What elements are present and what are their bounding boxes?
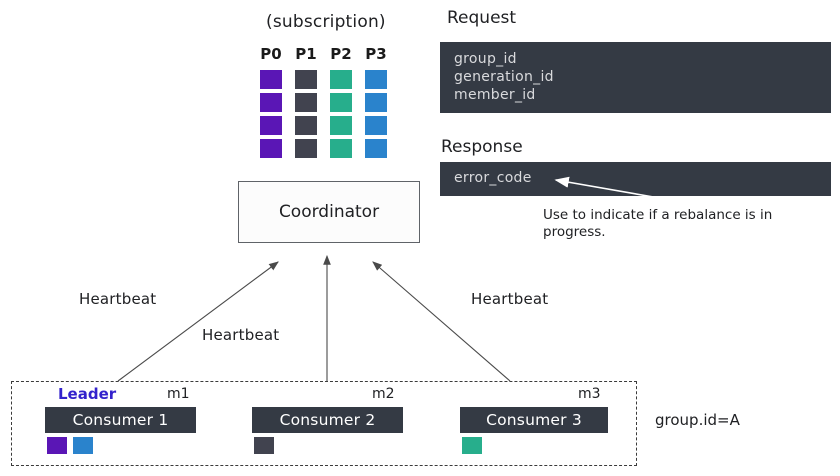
partition-cell-p3 [365,70,387,89]
member-id-m3: m3 [578,386,601,402]
response-field-error-code: error_code [454,170,532,186]
partition-cell-p0 [260,116,282,135]
assigned-cell-1-1 [73,437,93,454]
partition-cell-p2 [330,70,352,89]
assigned-partitions-2 [254,437,274,454]
coordinator-label: Coordinator [278,202,380,222]
assigned-partitions-1 [47,437,93,454]
partition-cell-p2 [330,93,352,112]
group-id-label: group.id=A [655,411,740,429]
partition-header-row: P0 P1 P2 P3 [258,45,389,63]
heartbeat-label-right: Heartbeat [471,290,549,308]
heartbeat-label-left: Heartbeat [79,290,157,308]
consumer-label-3: Consumer 3 [486,411,582,429]
partition-row [260,139,387,158]
partition-row [260,116,387,135]
consumer-box-2[interactable]: Consumer 2 [252,407,403,433]
partition-cell-p1 [295,116,317,135]
consumer-label-2: Consumer 2 [279,411,376,429]
assigned-cell-2-0 [254,437,274,454]
partition-cell-p2 [330,139,352,158]
request-field-member-id: member_id [454,87,536,103]
subscription-title: (subscription) [266,12,386,32]
coordinator-box[interactable]: Coordinator [238,181,420,243]
request-title: Request [447,8,517,28]
request-field-group-id: group_id [454,51,517,67]
partition-cell-p3 [365,139,387,158]
response-title: Response [441,137,523,157]
partition-cell-p1 [295,139,317,158]
assigned-cell-1-0 [47,437,67,454]
request-field-generation-id: generation_id [454,69,554,85]
partition-row [260,70,387,89]
partition-header-p0: P0 [260,45,282,63]
partition-cell-p0 [260,70,282,89]
partition-cell-p3 [365,93,387,112]
heartbeat-label-center: Heartbeat [202,326,280,344]
response-panel: error_code [440,162,831,196]
partition-cell-p2 [330,116,352,135]
partition-cell-p0 [260,93,282,112]
partition-grid [260,70,387,162]
consumer-box-1[interactable]: Consumer 1 [45,407,196,433]
consumer-group-box [11,381,637,466]
request-panel: group_id generation_id member_id [440,42,831,113]
partition-cell-p1 [295,93,317,112]
rebalance-annotation: Use to indicate if a rebalance is in pro… [543,207,773,240]
partition-cell-p3 [365,116,387,135]
heartbeat-arrow-3 [372,261,511,382]
member-id-m2: m2 [372,386,395,402]
partition-cell-p0 [260,139,282,158]
partition-row [260,93,387,112]
partition-header-p2: P2 [330,45,352,63]
assigned-cell-3-0 [462,437,482,454]
consumer-label-1: Consumer 1 [72,411,169,429]
assigned-partitions-3 [462,437,482,454]
member-id-m1: m1 [167,386,190,402]
partition-header-p3: P3 [365,45,387,63]
partition-cell-p1 [295,70,317,89]
consumer-box-3[interactable]: Consumer 3 [460,407,608,433]
partition-header-p1: P1 [295,45,317,63]
heartbeat-arrow-1 [117,261,279,382]
leader-badge: Leader [58,385,117,403]
